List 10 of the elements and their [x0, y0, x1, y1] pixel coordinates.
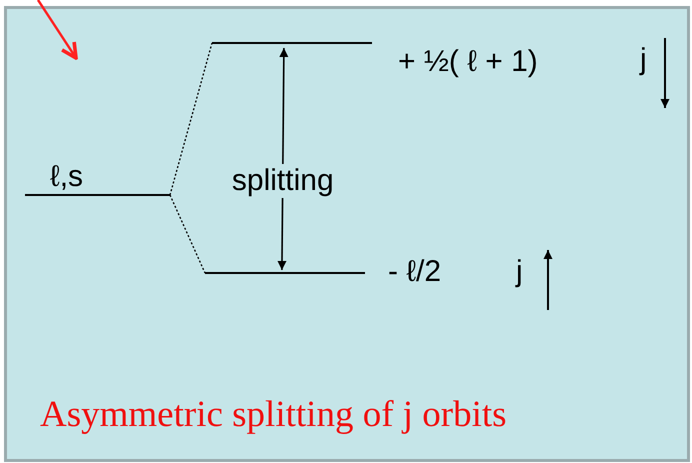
energy-term: + ½( ℓ + 1)	[398, 47, 538, 77]
edge-label: splitting	[232, 164, 334, 198]
quantum-number-label: j	[516, 257, 523, 287]
quantum-number-label: j	[640, 45, 647, 75]
energy-level	[25, 162, 170, 196]
energy-level-line	[205, 272, 365, 274]
level-label: ℓ,s	[50, 162, 84, 192]
caption: Asymmetric splitting of j orbits	[40, 396, 507, 433]
energy-level-line	[212, 42, 372, 44]
energy-term: - ℓ/2	[388, 257, 442, 287]
